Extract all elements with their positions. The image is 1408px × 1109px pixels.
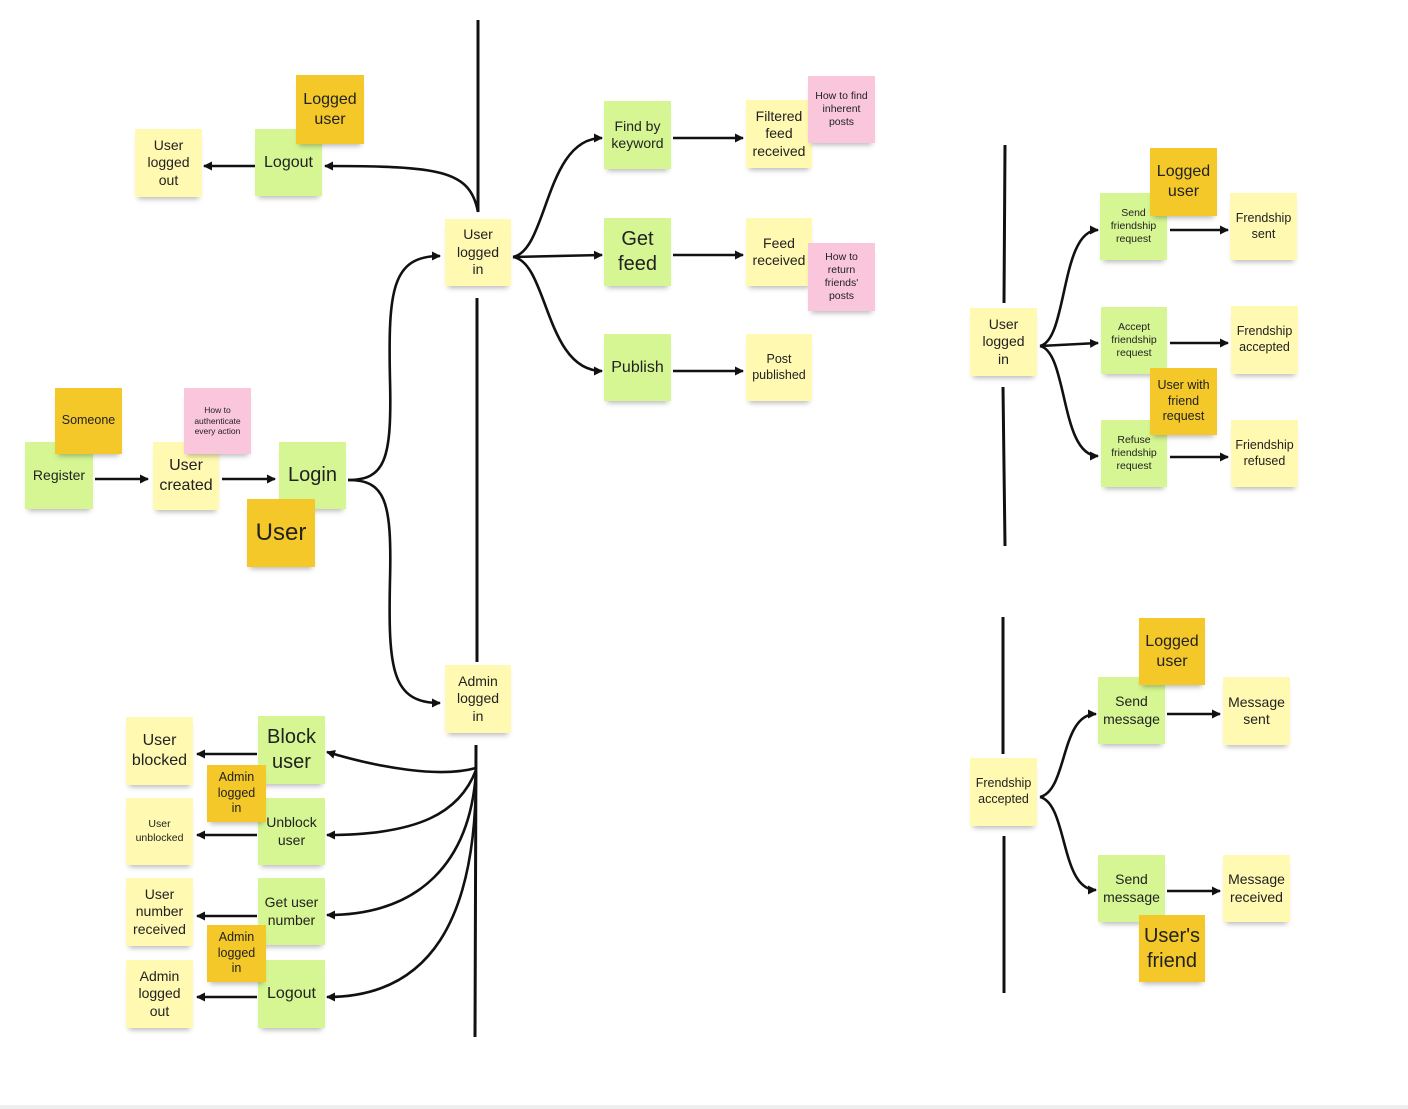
find-posts-hotspot[interactable]: How to find inherent posts: [808, 76, 875, 143]
post-published-event[interactable]: Post published: [746, 334, 812, 401]
friendship-user-logged-in-event[interactable]: User logged in: [970, 308, 1037, 376]
admin-logged-in-actor-1[interactable]: Admin logged in: [207, 765, 266, 822]
user-logged-in-event[interactable]: User logged in: [445, 219, 511, 286]
refuse-friendship-request-command[interactable]: Refuse friendship request: [1101, 420, 1167, 487]
accept-friendship-request-command[interactable]: Accept friendship request: [1101, 307, 1167, 374]
admin-logout-command[interactable]: Logout: [258, 960, 325, 1028]
arrow-to-unblock-user: [326, 769, 478, 840]
message-received-event[interactable]: Message received: [1223, 855, 1290, 922]
block-user-command[interactable]: Block user: [258, 716, 325, 784]
send-message-command-2[interactable]: Send message: [1098, 855, 1165, 922]
arrow-to-publish: [512, 255, 603, 376]
user-unblocked-event[interactable]: User unblocked: [126, 798, 193, 865]
user-number-received-event[interactable]: User number received: [126, 878, 193, 946]
arrow-login-to-user-logged-in: [347, 251, 441, 482]
friendship-logged-user-actor[interactable]: Logged user: [1150, 148, 1217, 216]
arrow-to-send-friendship: [1039, 225, 1099, 348]
arrow-to-send-message-1: [1039, 709, 1097, 799]
message-sent-event[interactable]: Message sent: [1223, 677, 1290, 745]
canvas-bottom-edge: [0, 1105, 1408, 1109]
arrow-to-block-user: [326, 750, 477, 774]
arrow-to-admin-logout: [326, 773, 478, 1002]
arrow-to-logout: [324, 161, 480, 213]
admin-logged-out-event[interactable]: Admin logged out: [126, 960, 193, 1028]
frendship-sent-event[interactable]: Frendship sent: [1230, 193, 1297, 260]
feed-received-event[interactable]: Feed received: [746, 218, 812, 286]
message-logged-user-actor[interactable]: Logged user: [1139, 618, 1205, 685]
user-logged-out-event[interactable]: User logged out: [135, 129, 202, 197]
user-blocked-event[interactable]: User blocked: [126, 717, 193, 785]
arrow-to-find-by-keyword: [512, 133, 603, 259]
admin-logged-in-event[interactable]: Admin logged in: [445, 665, 511, 733]
divider-friendship-top: [1002, 144, 1007, 304]
users-friend-actor[interactable]: User's friend: [1139, 915, 1205, 982]
arrow-login-to-admin-logged-in: [347, 478, 441, 708]
logged-user-actor[interactable]: Logged user: [296, 75, 364, 144]
authenticate-hotspot[interactable]: How to authenticate every action: [184, 388, 251, 454]
get-feed-command[interactable]: Get feed: [604, 218, 671, 286]
return-posts-hotspot[interactable]: How to return friends' posts: [808, 243, 875, 311]
unblock-user-command[interactable]: Unblock user: [258, 798, 325, 865]
arrow-to-send-message-2: [1039, 795, 1097, 895]
get-user-number-command[interactable]: Get user number: [258, 878, 325, 945]
publish-command[interactable]: Publish: [604, 334, 671, 401]
admin-logged-in-actor-2[interactable]: Admin logged in: [207, 925, 266, 982]
divider-friendship-bottom: [1001, 386, 1007, 547]
arrow-to-get-user-number: [326, 771, 478, 920]
user-actor[interactable]: User: [247, 499, 315, 567]
login-command[interactable]: Login: [279, 442, 346, 509]
user-with-friend-request-actor[interactable]: User with friend request: [1150, 368, 1217, 435]
friendship-refused-event[interactable]: Friendship refused: [1231, 420, 1298, 487]
send-message-command-1[interactable]: Send message: [1098, 677, 1165, 744]
arrow-to-accept-friendship: [1039, 338, 1099, 348]
find-by-keyword-command[interactable]: Find by keyword: [604, 101, 671, 169]
frendship-accepted-event[interactable]: Frendship accepted: [1231, 306, 1298, 374]
someone-actor[interactable]: Someone: [55, 388, 122, 454]
filtered-feed-received-event[interactable]: Filtered feed received: [746, 100, 812, 168]
message-frendship-accepted-event[interactable]: Frendship accepted: [970, 758, 1037, 826]
arrow-to-refuse-friendship: [1039, 344, 1099, 461]
arrow-to-get-feed: [512, 250, 603, 260]
